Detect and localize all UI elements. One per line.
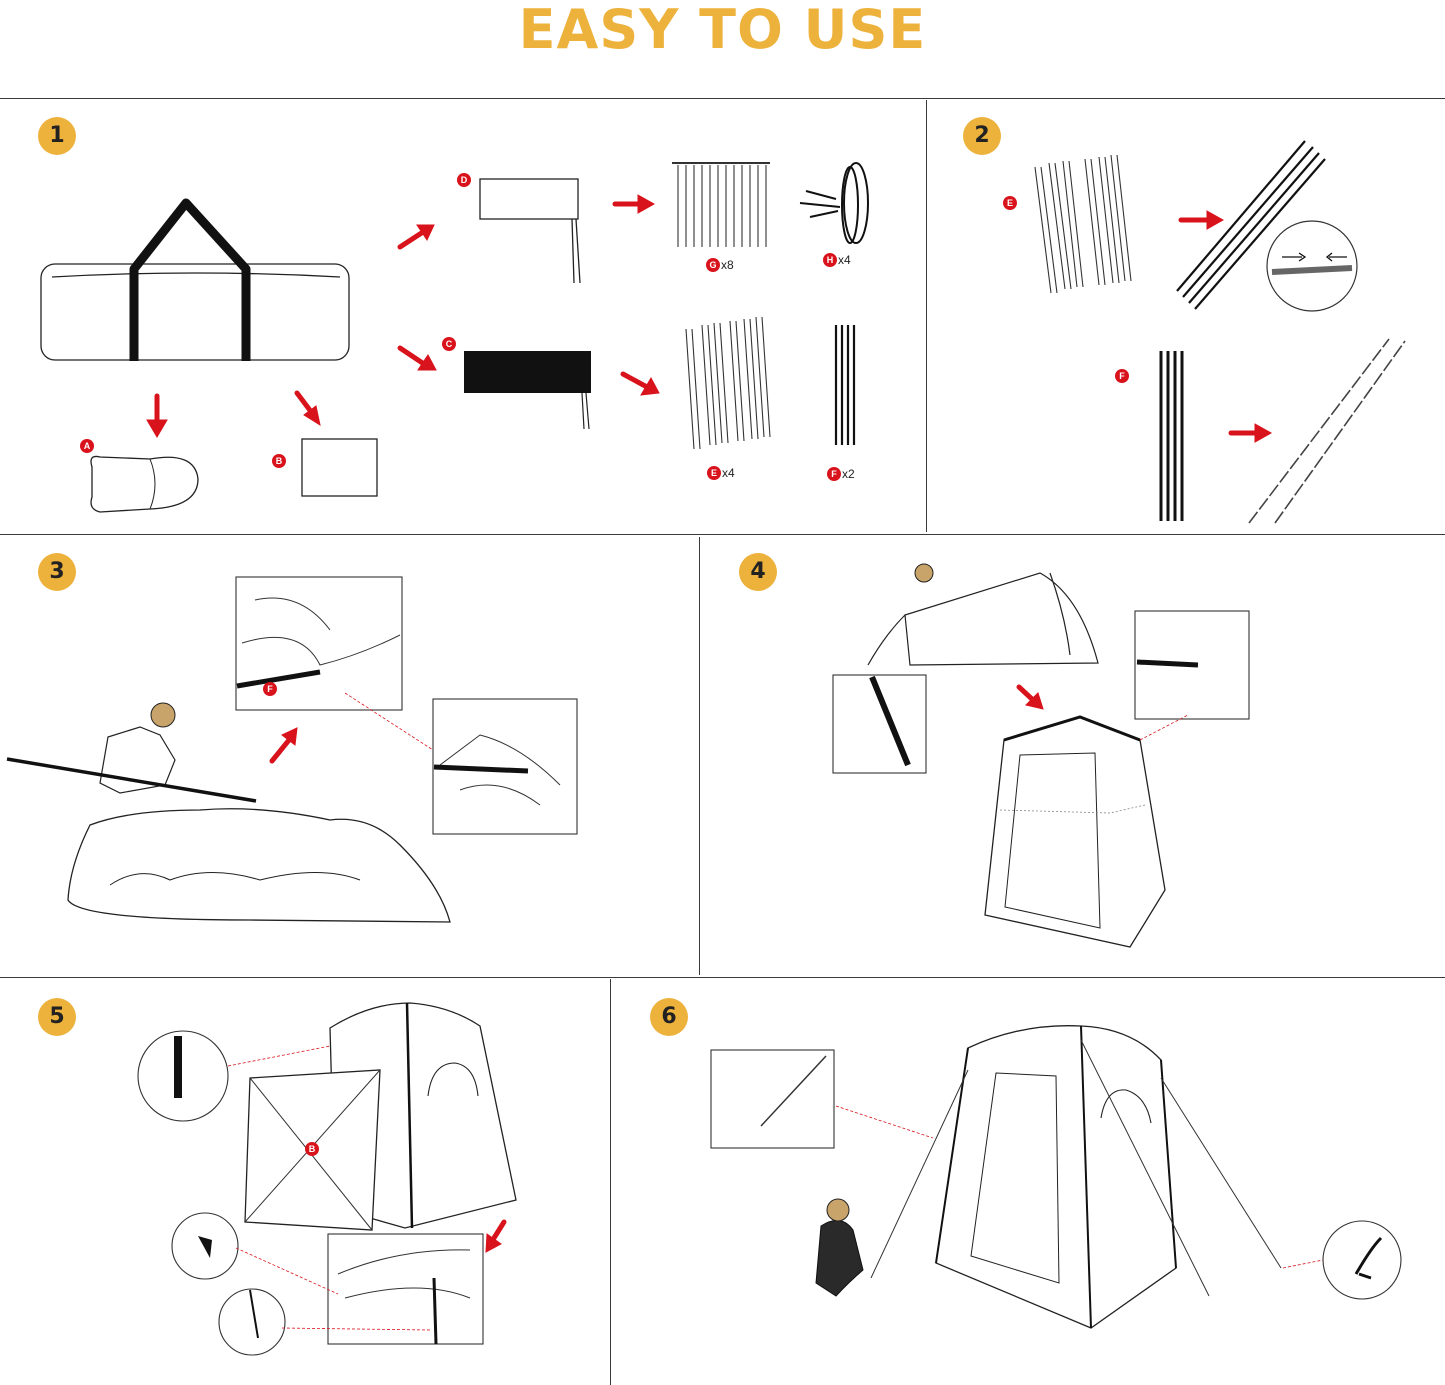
bag-handle (129, 198, 251, 361)
person-icon (815, 1219, 864, 1297)
step-6-illustration (710, 1025, 1402, 1329)
part-c-marker: C (442, 336, 456, 351)
part-label-a: A (80, 438, 94, 453)
pole-line (6, 757, 257, 803)
divider-top (0, 98, 1445, 99)
part-e-marker: E (1003, 195, 1017, 210)
part-e-count: x4 (722, 465, 735, 480)
part-label-e: E (1003, 195, 1017, 210)
step-number-badge: 3 (38, 553, 76, 591)
tent-standing (329, 1002, 517, 1229)
divider-row1 (0, 534, 1445, 535)
tent-being-raised (904, 572, 1099, 666)
step-1-panel: 1 (0, 99, 926, 534)
part-g-count: x8 (721, 257, 734, 272)
part-label-b: B (305, 1141, 319, 1156)
step-1-illustration (40, 162, 869, 513)
step-4-panel: 4 (700, 535, 1445, 977)
part-f-marker: F (263, 681, 277, 696)
detail-circle (1266, 220, 1358, 312)
step-4-illustration (832, 563, 1250, 948)
pole-bag (464, 351, 591, 393)
step-5-panel: 5 B (0, 978, 610, 1385)
detail-frame (327, 1233, 484, 1345)
page-title: EASY TO USE (518, 0, 927, 61)
person-icon (99, 726, 176, 794)
part-b-marker: B (305, 1141, 319, 1156)
part-d-marker: D (457, 172, 471, 187)
divider-col-1-2 (926, 100, 927, 532)
part-label-d: D (457, 172, 471, 187)
fabric-panel (301, 438, 378, 497)
step-2-panel: 2 E F (927, 99, 1445, 534)
part-e-marker: E (707, 465, 721, 480)
part-b-marker: B (272, 453, 286, 468)
tent-fabric-on-ground (67, 808, 451, 923)
poles-f (834, 325, 856, 445)
divider-col-5-6 (610, 979, 611, 1385)
step-3-illustration (6, 576, 578, 923)
tent-standing (935, 1025, 1177, 1329)
stake-bag (479, 178, 579, 220)
detail-circle-bottom (218, 1288, 286, 1356)
guy-lines (870, 1039, 1282, 1297)
detail-circle (1322, 1220, 1402, 1300)
part-a-marker: A (80, 438, 94, 453)
detail-frame (710, 1049, 835, 1149)
step-2-illustration (1034, 140, 1406, 524)
step-3-panel: 3 F (0, 535, 699, 977)
stakes (672, 162, 770, 247)
part-label-b: B (272, 453, 286, 468)
part-label-f: F (263, 681, 277, 696)
poles-e (685, 316, 771, 450)
part-h-count: x4 (838, 252, 851, 267)
part-g-marker: G (706, 257, 720, 272)
step-5-illustration (137, 1002, 517, 1356)
divider-col-3-4 (699, 537, 700, 975)
detail-circle-top (137, 1030, 229, 1122)
part-f-marker: F (1115, 368, 1129, 383)
part-label-f: F (1115, 368, 1129, 383)
detail-frame-top (235, 576, 403, 711)
carry-bag (40, 263, 350, 361)
guy-ropes (799, 162, 869, 244)
rolled-tent (90, 455, 199, 513)
step-number-badge: 2 (963, 117, 1001, 155)
part-h-marker: H (823, 252, 837, 267)
step-number-badge: 4 (739, 553, 777, 591)
part-f-count: x2 (842, 466, 855, 481)
step-number-badge: 5 (38, 998, 76, 1036)
part-f-marker: F (827, 466, 841, 481)
step-number-badge: 6 (650, 998, 688, 1036)
part-label-c: C (442, 336, 456, 351)
divider-row2 (0, 977, 1445, 978)
step-number-badge: 1 (38, 117, 76, 155)
step-6-panel: 6 (611, 978, 1445, 1385)
red-arrows (146, 194, 660, 438)
